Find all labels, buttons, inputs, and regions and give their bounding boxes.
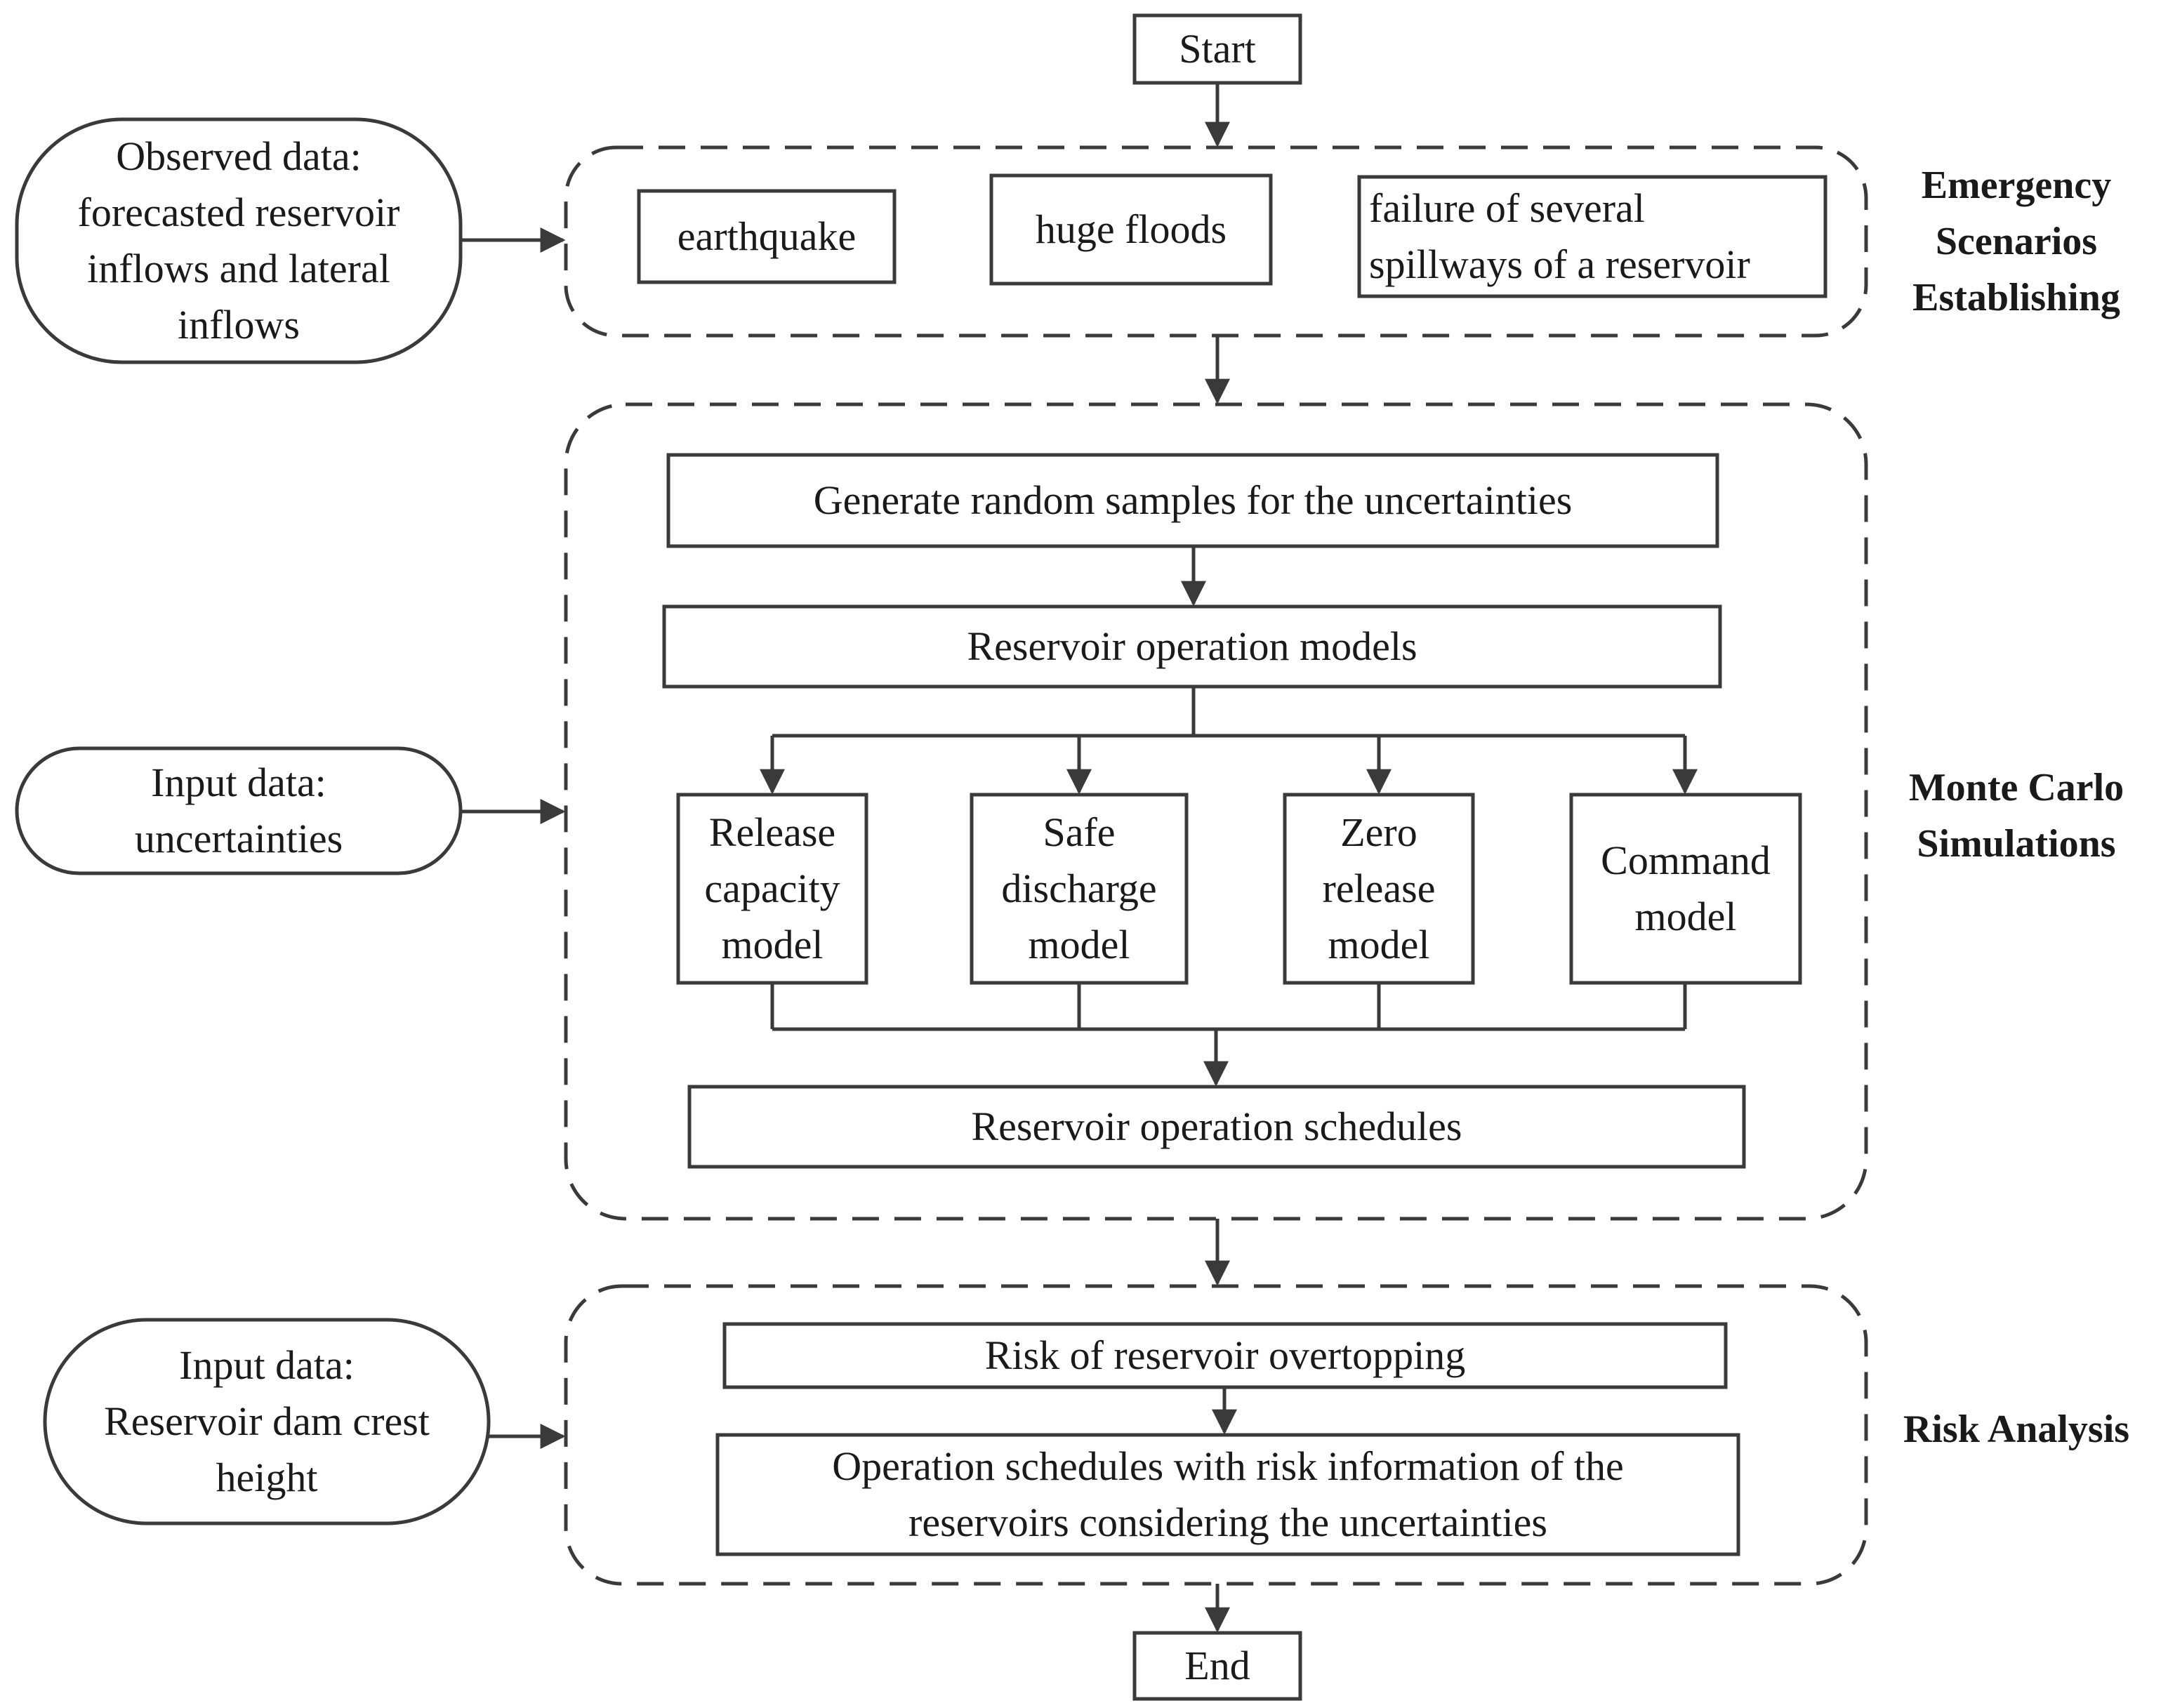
end-label: End — [1184, 1643, 1250, 1688]
dam-crest-input-label: Input data: Reservoir dam crest height — [104, 1342, 430, 1500]
schedules-risk-box — [715, 1433, 1740, 1556]
zero-release-label: Zero release model — [1322, 809, 1436, 967]
monte-carlo-group — [564, 402, 1868, 1221]
huge-floods-label: huge floods — [1035, 206, 1227, 252]
release-capacity-label: Release capacity model — [704, 809, 840, 967]
spillway-failure-label: failure of several spillways of a reserv… — [1369, 185, 1750, 287]
dam-crest-input-terminal — [43, 1318, 491, 1525]
safe-discharge-label: Safe discharge model — [1001, 809, 1157, 967]
uncertainties-input-label: Input data: uncertainties — [134, 760, 343, 861]
end-box — [1132, 1631, 1302, 1701]
risk-stage-title: Risk Analysis — [1903, 1408, 2130, 1451]
huge-floods-box — [989, 173, 1273, 286]
monte-carlo-stage-title: Monte Carlo Simulations — [1908, 766, 2124, 866]
command-model-label: Command model — [1601, 838, 1771, 939]
overtopping-label: Risk of reservoir overtopping — [984, 1332, 1466, 1378]
operation-schedules-box — [687, 1085, 1746, 1169]
operation-schedules-label: Reservoir operation schedules — [971, 1104, 1462, 1149]
spillway-failure-box — [1357, 175, 1827, 298]
earthquake-label: earthquake — [677, 213, 857, 259]
earthquake-box — [637, 189, 897, 284]
schedules-risk-label: Operation schedules with risk informatio… — [832, 1443, 1624, 1545]
emergency-stage-title: Emergency Scenarios Establishing — [1912, 164, 2120, 319]
random-samples-label: Generate random samples for the uncertai… — [813, 477, 1573, 523]
risk-analysis-group — [564, 1284, 1868, 1586]
observed-data-label: Observed data: forecasted reservoir infl… — [77, 133, 400, 347]
start-label: Start — [1179, 26, 1256, 72]
operation-models-label: Reservoir operation models — [967, 623, 1417, 669]
